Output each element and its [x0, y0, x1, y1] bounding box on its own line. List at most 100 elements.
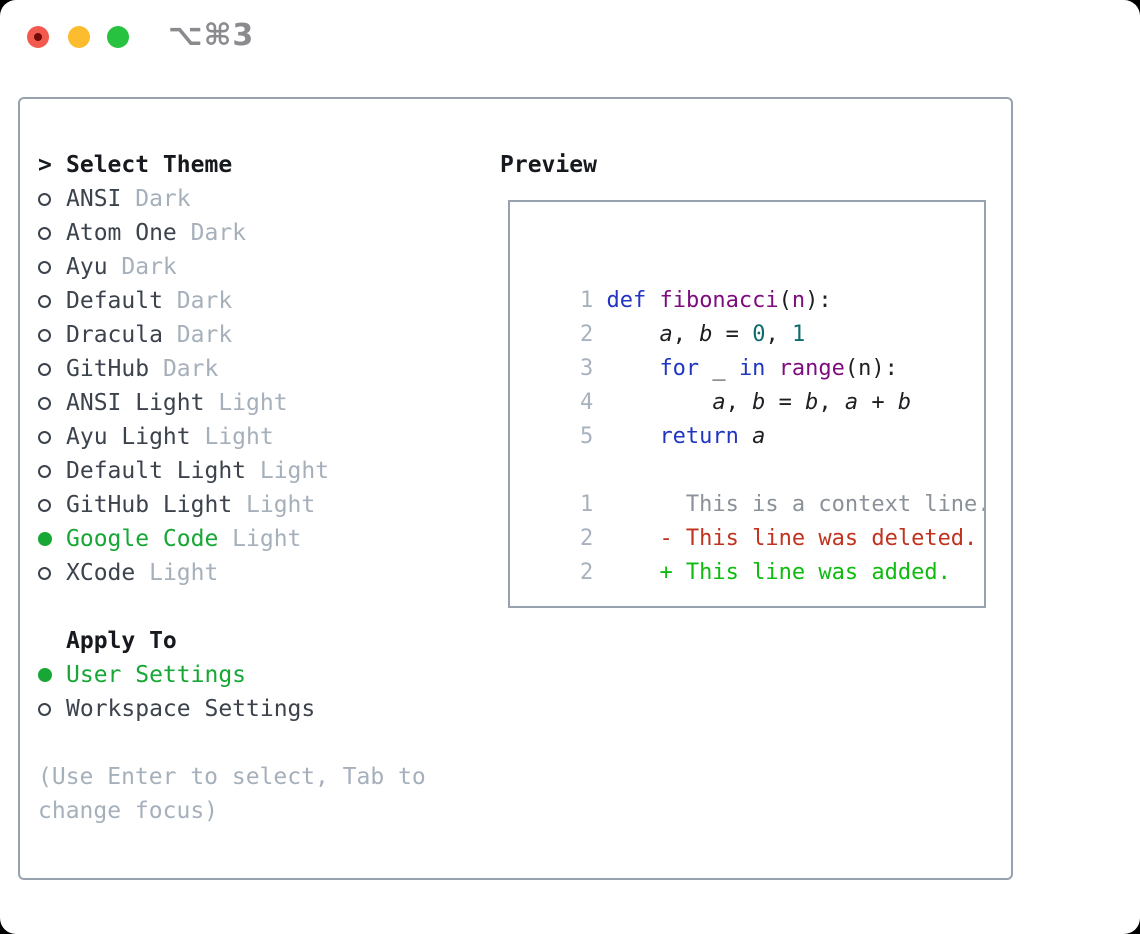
theme-name: GitHub [66, 356, 150, 382]
theme-variant-label: Dark [190, 220, 247, 246]
line-number: 1 [579, 288, 594, 313]
theme-name: Google Code [66, 526, 219, 552]
code-token: (n): [844, 356, 898, 381]
theme-name: ANSI [66, 186, 122, 212]
code-token [765, 356, 778, 381]
code-token: , [818, 390, 845, 415]
line-number: 1 [579, 492, 594, 517]
code-token [606, 390, 712, 415]
theme-option[interactable]: Atom One Dark [38, 216, 440, 250]
theme-name: XCode [66, 560, 136, 586]
theme-option[interactable]: Ayu Dark [38, 250, 440, 284]
code-token: in [738, 356, 766, 381]
theme-name: Atom One [66, 220, 177, 246]
code-token: + [858, 390, 898, 415]
code-token [606, 356, 659, 381]
radio-circle-icon [38, 668, 66, 682]
diff-marker-icon [659, 488, 672, 522]
theme-option[interactable]: XCode Light [38, 556, 440, 590]
theme-variant-label: Light [246, 492, 316, 518]
diff-preview: 1 This is a context line. 2 -This line wa… [527, 454, 984, 585]
code-token: a [844, 390, 859, 415]
code-token: def [606, 288, 647, 313]
diff-line-context: 1 This is a context line. [527, 454, 984, 517]
diff-marker-icon: - [659, 526, 673, 551]
theme-option[interactable]: Ayu Light Light [38, 420, 440, 454]
code-token: = [712, 322, 753, 347]
apply-to-header: Apply To [38, 624, 440, 658]
code-token: n [791, 288, 806, 313]
code-token: a [712, 390, 726, 415]
close-button[interactable] [27, 26, 49, 48]
radio-circle-icon [38, 362, 66, 376]
apply-option-name: User Settings [66, 662, 247, 688]
preview-title: Preview [500, 152, 597, 178]
theme-variant-label: Dark [176, 288, 233, 314]
theme-name: Dracula [66, 322, 163, 348]
theme-option[interactable]: Default Light Light [38, 454, 440, 488]
code-text: for _ in range(n): [606, 356, 897, 381]
apply-to-title: Apply To [66, 628, 177, 654]
code-token: , [765, 322, 792, 347]
theme-option[interactable]: ANSI Dark [38, 182, 440, 216]
code-text: a, b = 0, 1 [606, 322, 805, 347]
theme-name: Default Light [66, 458, 247, 484]
code-text: def fibonacci(n): [606, 288, 831, 313]
code-token: b [752, 390, 766, 415]
code-line: 4 a, b = b, a + b [527, 352, 984, 415]
diff-text: This line was deleted. [685, 526, 978, 551]
theme-option[interactable]: Google Code Light [38, 522, 440, 556]
code-token: 1 [791, 322, 806, 347]
code-token: b [699, 322, 713, 347]
radio-circle-icon [38, 396, 66, 410]
radio-circle-icon [38, 464, 66, 478]
code-token: fibonacci [659, 288, 779, 313]
theme-option[interactable]: ANSI Light Light [38, 386, 440, 420]
select-theme-title: Select Theme [66, 152, 233, 178]
line-number: 5 [579, 424, 594, 449]
theme-option[interactable]: GitHub Light Light [38, 488, 440, 522]
code-line: 3 for _ in range(n): [527, 318, 984, 381]
code-token: range [778, 356, 845, 381]
code-token: return [659, 424, 739, 449]
apply-to-option[interactable]: Workspace Settings [38, 692, 440, 726]
theme-name: Ayu Light [66, 424, 191, 450]
code-token: b [805, 390, 819, 415]
theme-variant-label: Dark [162, 356, 219, 382]
theme-option[interactable]: GitHub Dark [38, 352, 440, 386]
radio-circle-icon [38, 430, 66, 444]
radio-circle-icon [38, 702, 66, 716]
theme-variant-label: Light [232, 526, 302, 552]
code-token: for [659, 356, 700, 381]
unsaved-indicator-dot-icon [34, 33, 42, 41]
code-line: 1 def fibonacci(n): [527, 250, 984, 313]
code-token: , [725, 390, 753, 415]
titlebar: ⌥⌘3 [0, 0, 1140, 70]
radio-circle-icon [38, 566, 66, 580]
radio-circle-icon [38, 498, 66, 512]
theme-selector-panel: > Select Theme ANSI Dark Atom One Dark A… [18, 97, 1013, 880]
theme-option[interactable]: Default Dark [38, 284, 440, 318]
code-text: return a [606, 424, 765, 449]
theme-option[interactable]: Dracula Dark [38, 318, 440, 352]
code-token: 0 [752, 322, 766, 347]
code-text: a, b = b, a + b [606, 390, 911, 415]
spacer [38, 590, 440, 624]
line-number: 2 [579, 322, 594, 347]
zoom-button[interactable] [107, 26, 129, 48]
radio-circle-icon [38, 226, 66, 240]
line-number: 2 [579, 560, 594, 585]
theme-name: ANSI Light [66, 390, 205, 416]
apply-option-name: Workspace Settings [66, 696, 316, 722]
minimize-button[interactable] [68, 26, 90, 48]
line-number: 2 [579, 526, 594, 551]
line-number: 4 [579, 390, 594, 415]
theme-name: GitHub Light [66, 492, 233, 518]
theme-variant-label: Light [218, 390, 288, 416]
apply-to-option[interactable]: User Settings [38, 658, 440, 692]
theme-variant-label: Dark [176, 322, 233, 348]
